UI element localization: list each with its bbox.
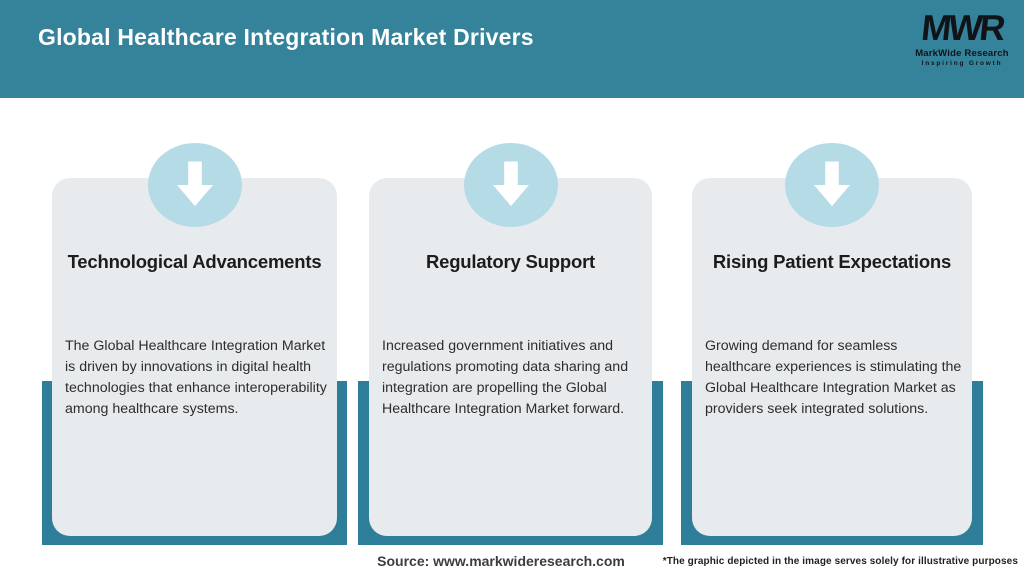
logo-acronym-icon: MWR: [919, 7, 1005, 48]
down-arrow-icon: [814, 161, 850, 207]
logo-tagline: Inspiring Growth: [921, 59, 1003, 67]
driver-card-rising-patient-expectations: Rising Patient Expectations Growing dema…: [692, 178, 972, 536]
down-arrow-badge-1: [148, 143, 242, 227]
source-text: Source: www.markwideresearch.com: [377, 553, 625, 569]
card-title: Rising Patient Expectations: [712, 251, 952, 272]
down-arrow-badge-2: [464, 143, 558, 227]
logo-company-name: MarkWide Research: [915, 48, 1009, 59]
down-arrow-icon: [493, 161, 529, 207]
card-title: Technological Advancements: [67, 251, 322, 272]
driver-card-technological-advancements: Technological Advancements The Global He…: [52, 178, 337, 536]
down-arrow-badge-3: [785, 143, 879, 227]
down-arrow-icon: [177, 161, 213, 207]
page-title: Global Healthcare Integration Market Dri…: [38, 24, 534, 50]
markwide-research-logo: MWR MarkWide Research Inspiring Growth: [912, 7, 1012, 67]
driver-card-regulatory-support: Regulatory Support Increased government …: [369, 178, 652, 536]
card-description: Increased government initiatives and reg…: [382, 338, 629, 417]
card-description: The Global Healthcare Integration Market…: [65, 338, 327, 417]
disclaimer-text: *The graphic depicted in the image serve…: [662, 556, 1018, 567]
card-description: Growing demand for seamless healthcare e…: [705, 338, 962, 417]
card-title: Regulatory Support: [425, 251, 596, 272]
header-bar: Global Healthcare Integration Market Dri…: [0, 0, 1024, 98]
